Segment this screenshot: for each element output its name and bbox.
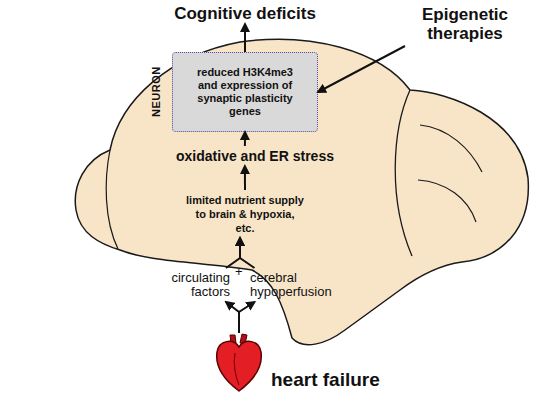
heart-icon: heart failure: [213, 333, 265, 393]
node-text: reduced H3K4me3 and expression of synapt…: [190, 66, 300, 118]
node-text: oxidative and ER stress: [165, 148, 345, 164]
arrow-connector: [318, 46, 405, 92]
factor-text: cerebral hypoperfusion: [250, 268, 340, 302]
cerebellum-border: [395, 90, 412, 256]
arrow-connector: [244, 132, 246, 146]
node-text: Cognitive deficits: [160, 4, 330, 23]
brain-outline: [75, 39, 528, 344]
cerebellum-fold: [418, 180, 476, 222]
factor-text: circulating factors: [150, 268, 230, 302]
node-text: circulating factors: [150, 271, 230, 299]
node-text: heart failure: [271, 369, 380, 391]
heart-shape: [213, 333, 265, 393]
plus-sign: +: [235, 264, 243, 279]
node-text: limited nutrient supply to brain & hypox…: [185, 193, 305, 235]
node-text: Epigenetic therapies: [390, 5, 540, 43]
arrow-connector: [240, 238, 255, 268]
arrow-connector: [226, 238, 240, 268]
arrow-connector: [226, 302, 239, 333]
olfactory-border: [106, 150, 118, 249]
cerebellum-fold: [420, 125, 482, 172]
therapy-text: Epigenetic therapies: [390, 2, 540, 46]
arrow-connector: [244, 24, 246, 52]
neuron-box: NEURONreduced H3K4me3 and expression of …: [172, 52, 318, 132]
node-text: cerebral hypoperfusion: [250, 271, 340, 299]
outcome-text: Cognitive deficits: [160, 2, 330, 24]
arrow-connector: [244, 166, 246, 190]
node-text: NEURON: [150, 53, 162, 131]
cause-text: limited nutrient supply to brain & hypox…: [185, 190, 305, 238]
arrow-connector: [239, 302, 255, 333]
stress-text: oxidative and ER stress: [165, 146, 345, 166]
